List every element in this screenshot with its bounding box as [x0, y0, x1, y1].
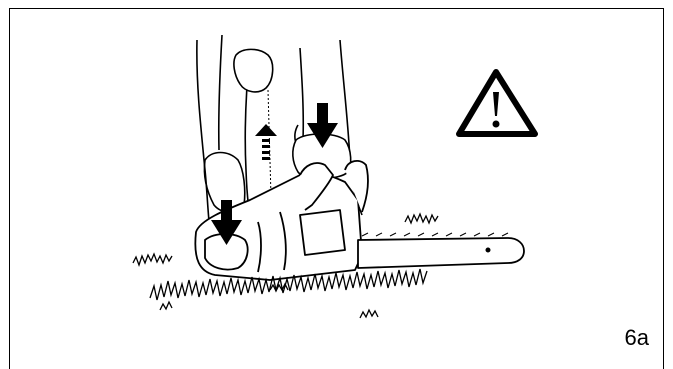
figure-label: 6a	[625, 325, 649, 351]
chainsaw	[195, 161, 524, 280]
dashed-arrow-up-icon	[255, 124, 277, 160]
operator-hands	[234, 49, 351, 178]
warning-triangle-icon	[459, 72, 535, 134]
